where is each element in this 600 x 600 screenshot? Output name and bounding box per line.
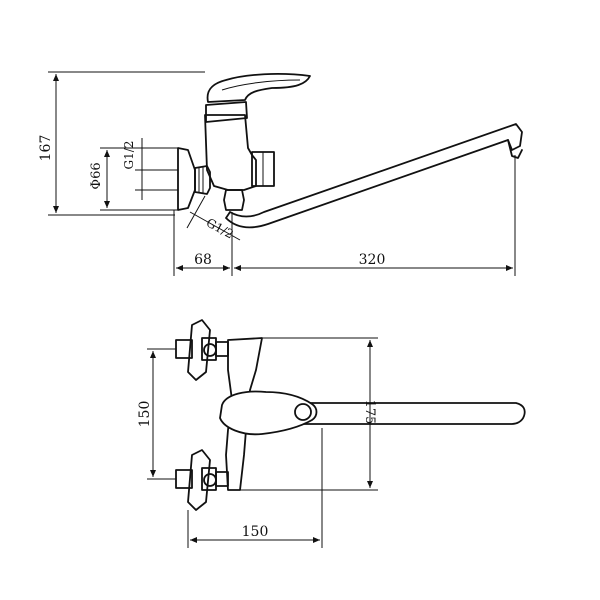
dim-spout-depth-label: 175 (362, 400, 377, 425)
dim-reach-label: 320 (359, 252, 386, 268)
top-handle (219, 390, 318, 436)
lower-inlet (175, 449, 229, 511)
dim-width-label: 150 (242, 524, 269, 540)
side-view: 167 Φ66 G1/2 G1/2 68 320 (38, 71, 523, 276)
top-view: 150 175 150 (137, 319, 526, 548)
upper-inlet (175, 319, 229, 381)
spout (225, 123, 523, 229)
cartridge-cover (205, 101, 248, 123)
dim-inlet-spacing-label: 150 (137, 401, 153, 428)
top-spout (299, 402, 526, 425)
dim-offset-label: 68 (194, 252, 212, 268)
dim-flange-label: Φ66 (89, 162, 104, 189)
dim-inlet-thread-label: G1/2 (122, 141, 136, 170)
spout-swivel (223, 189, 245, 211)
handle-highlight (221, 79, 301, 91)
wall-flange (177, 147, 196, 211)
wall-pipe (155, 169, 178, 191)
handle-knob-icon (294, 403, 312, 421)
dim-bottom-thread-label: G1/2 (204, 216, 236, 242)
faucet-body (204, 114, 257, 191)
dim-height-label: 167 (38, 135, 54, 162)
handle-lever (206, 73, 311, 103)
